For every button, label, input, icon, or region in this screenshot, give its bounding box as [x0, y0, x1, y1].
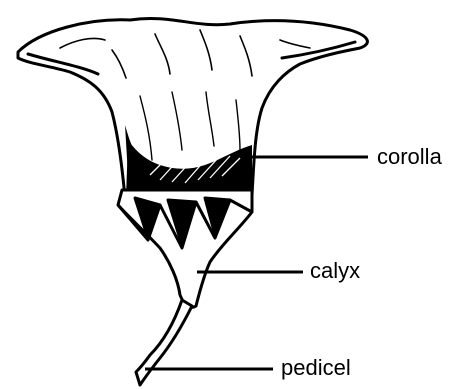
label-corolla: corolla — [377, 146, 442, 168]
calyx-shape — [118, 190, 252, 307]
pedicel-shape — [136, 300, 192, 385]
label-calyx: calyx — [310, 260, 360, 282]
label-pedicel: pedicel — [281, 357, 351, 379]
